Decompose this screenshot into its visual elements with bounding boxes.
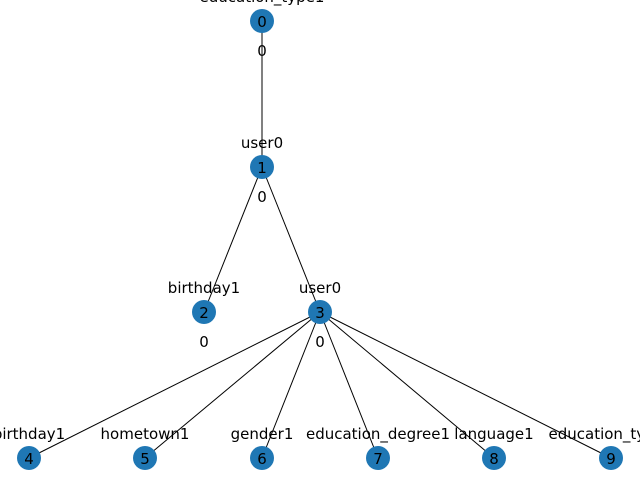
node-0 [250,9,274,33]
edge-3-9 [319,311,612,459]
node-8 [482,446,506,470]
node-4 [17,446,41,470]
node-sublabel-3: 0 [315,333,325,351]
node-6 [250,446,274,470]
node-label-9: education_type1 [549,425,640,444]
edge-3-8 [319,311,495,459]
node-sublabel-0: 0 [257,42,267,60]
node-7 [366,446,390,470]
node-1 [250,155,274,179]
node-id-4: 4 [24,450,34,468]
edge-3-4 [28,311,321,459]
node-id-6: 6 [257,450,267,468]
node-id-0: 0 [257,13,267,31]
node-label-1: user0 [241,134,283,152]
node-label-3: user0 [299,279,341,297]
node-3 [308,300,332,324]
nodes [17,9,623,470]
node-id-2: 2 [199,304,209,322]
node-id-5: 5 [140,450,150,468]
node-label-0: education_type1 [200,0,325,7]
node-id-7: 7 [373,450,383,468]
node-sublabel-2: 0 [199,333,209,351]
node-label-8: language1 [454,425,533,443]
node-label-5: hometown1 [101,425,190,443]
node-5 [133,446,157,470]
edge-3-6 [261,311,321,459]
node-2 [192,300,216,324]
node-9 [599,446,623,470]
node-id-3: 3 [315,304,325,322]
edge-1-3 [261,166,321,313]
node-labels: 0 education_type1 0 1 user0 0 2 birthday1 0 3 user… [0,0,640,468]
node-id-1: 1 [257,159,267,177]
node-label-6: gender1 [231,425,294,443]
edge-3-5 [144,311,321,459]
node-label-2: birthday1 [168,279,240,297]
edge-1-2 [203,166,263,313]
node-label-7: education_degree1 [306,425,450,444]
node-label-4: birthday1 [0,425,65,443]
node-sublabel-1: 0 [257,188,267,206]
edge-3-7 [319,311,379,459]
node-id-9: 9 [606,450,616,468]
edges [28,21,612,459]
node-id-8: 8 [489,450,499,468]
